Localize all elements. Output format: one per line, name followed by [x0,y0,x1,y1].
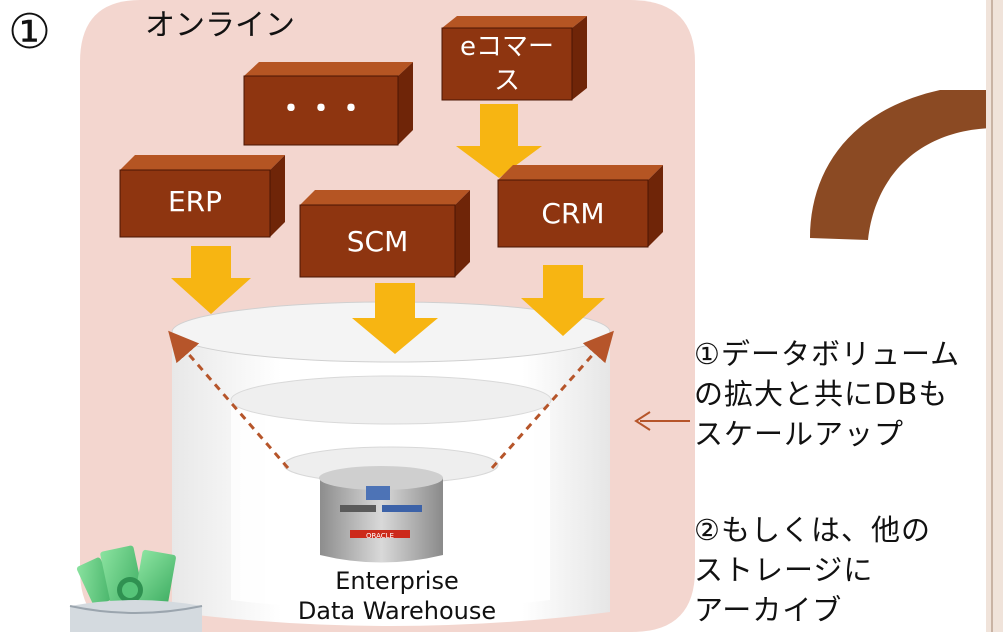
arrow-crm-to-dwh [521,265,605,336]
box-crm [497,165,663,248]
decorative-curve [810,90,993,240]
note-archive: ②もしくは、他の ストレージに アーカイブ [694,513,931,627]
warehouse-caption: Enterprise Data Warehouse [257,566,537,626]
section-number: ① [8,4,52,60]
box-label-scm: SCM [346,225,409,258]
svg-text:ORACLE: ORACLE [366,532,394,540]
box-erp [119,155,285,238]
box-others [243,62,413,146]
box-ecommerce [441,16,587,101]
warehouse-caption-line1: Enterprise [335,567,459,595]
database-icon: ORACLE [319,466,443,563]
arrow-erp-to-dwh [171,246,251,314]
expansion-arrow-right [490,330,614,469]
trash-bin-money-icon [69,545,203,632]
box-label-ecommerce-line2: ス [493,66,520,96]
box-scm [299,190,470,278]
arrow-ecommerce-to-crm [456,104,542,178]
section-title: オンライン [145,8,295,43]
pointer-arrow-icon [634,411,690,431]
box-label-others: ・・・ [276,92,366,127]
box-label-ecommerce-line1: eコマー [460,32,554,62]
box-label-crm: CRM [541,197,605,230]
expansion-arrow-left [168,330,290,469]
right-border-line [986,0,1003,632]
box-label-ecommerce: eコマー ス [442,30,572,98]
box-label-erp: ERP [167,185,223,218]
warehouse-caption-line2: Data Warehouse [297,597,497,625]
note-scale-up: ①データボリューム の拡大と共にDBも スケールアップ [694,337,961,451]
arrow-scm-to-dwh [352,283,438,354]
